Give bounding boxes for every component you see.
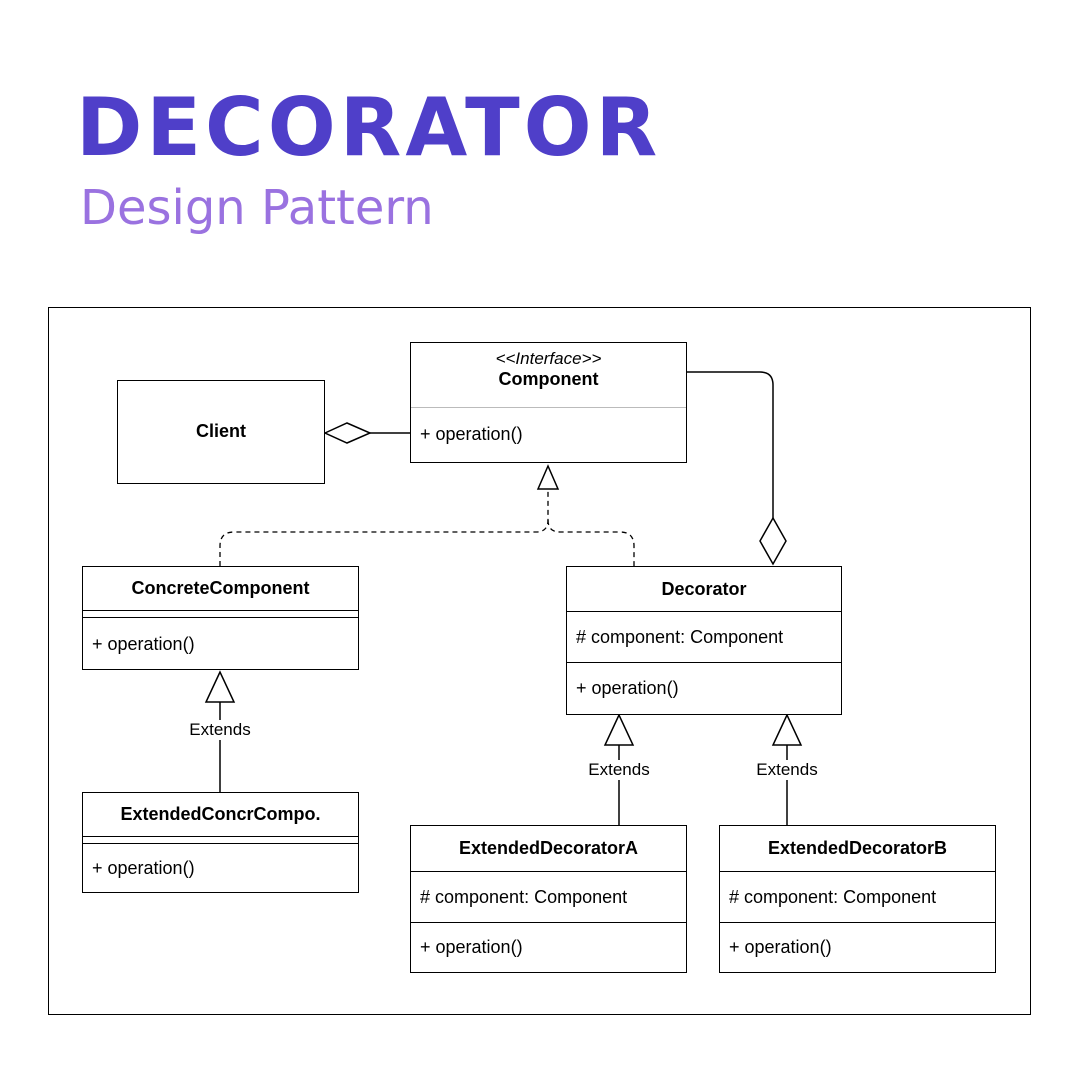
class-name: Decorator: [661, 578, 747, 599]
section-divider: [83, 610, 358, 611]
aggregation-client-component: [323, 422, 410, 444]
class-header: <<Interface>> Component: [411, 343, 686, 407]
page-subtitle: Design Pattern: [80, 180, 434, 236]
extends-label-concrete: Extends: [187, 720, 253, 740]
attribute-row: # component: Component: [729, 886, 937, 907]
inheritance-extended-concrete: [204, 670, 236, 792]
class-concrete-component: ConcreteComponent + operation(): [82, 566, 359, 670]
method-row: + operation(): [420, 423, 523, 444]
aggregation-decorator-component: [687, 371, 787, 566]
class-name: Component: [498, 369, 599, 389]
section-divider: [567, 611, 841, 612]
attribute-row: # component: Component: [576, 626, 784, 647]
section-divider: [411, 871, 686, 872]
class-extended-decorator-a: ExtendedDecoratorA # component: Componen…: [410, 825, 687, 973]
extends-label-decorator-a: Extends: [586, 760, 652, 780]
section-divider: [720, 922, 995, 923]
class-name: Client: [195, 421, 246, 441]
class-extended-decorator-b: ExtendedDecoratorB # component: Componen…: [719, 825, 996, 973]
inheritance-decorator-b: [771, 713, 803, 825]
diagram-frame: [48, 307, 1031, 1015]
section-divider: [720, 871, 995, 872]
section-divider: [411, 922, 686, 923]
extends-label-decorator-b: Extends: [754, 760, 820, 780]
stereotype-label: <<Interface>>: [495, 349, 602, 368]
attribute-row: # component: Component: [420, 886, 628, 907]
class-client: Client: [117, 380, 325, 484]
inheritance-decorator-a: [603, 713, 635, 825]
class-component: <<Interface>> Component + operation(): [410, 342, 687, 463]
class-name: ExtendedConcrCompo.: [120, 804, 321, 824]
realization-to-component: [219, 464, 635, 566]
section-divider: [411, 407, 686, 408]
section-divider: [83, 843, 358, 844]
page-title: DECORATOR: [76, 81, 662, 174]
method-row: + operation(): [92, 633, 195, 654]
section-divider: [567, 662, 841, 663]
method-row: + operation(): [576, 677, 679, 698]
class-name: ConcreteComponent: [131, 578, 310, 598]
section-divider: [83, 617, 358, 618]
class-extended-concrete-component: ExtendedConcrCompo. + operation(): [82, 792, 359, 893]
method-row: + operation(): [92, 857, 195, 878]
section-divider: [83, 836, 358, 837]
class-name: ExtendedDecoratorB: [767, 838, 948, 858]
class-decorator: Decorator # component: Component + opera…: [566, 566, 842, 715]
method-row: + operation(): [420, 936, 523, 957]
class-name: ExtendedDecoratorA: [458, 838, 639, 858]
method-row: + operation(): [729, 936, 832, 957]
